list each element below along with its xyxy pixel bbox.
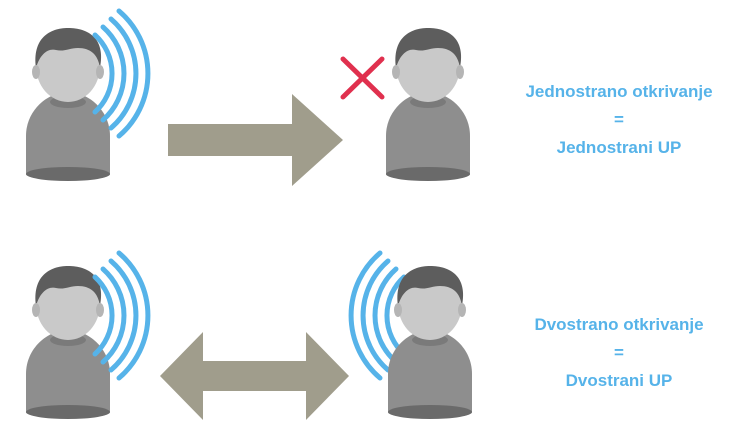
signal-waves-icon [92,8,151,139]
person-icon [26,266,110,419]
signal-waves-icon [348,250,407,381]
caption-result: Jednostrani UP [556,138,682,157]
row-one-sided [26,8,470,186]
caption-title: Dvostrano otkrivanje [534,315,704,334]
row-two-sided [26,250,472,420]
person-icon [26,28,110,181]
person-icon [386,28,470,181]
caption-two-sided: Dvostrano otkrivanje = Dvostrani UP [499,311,739,395]
double-arrow-icon [160,332,349,420]
caption-result: Dvostrani UP [565,371,673,390]
caption-title: Jednostrano otkrivanje [525,82,713,101]
cross-icon [340,56,385,100]
person-icon [388,266,472,419]
caption-equals: = [614,110,624,129]
caption-one-sided: Jednostrano otkrivanje = Jednostrani UP [499,78,739,162]
caption-equals: = [614,343,624,362]
signal-waves-icon [92,250,151,381]
right-arrow-icon [168,94,343,186]
